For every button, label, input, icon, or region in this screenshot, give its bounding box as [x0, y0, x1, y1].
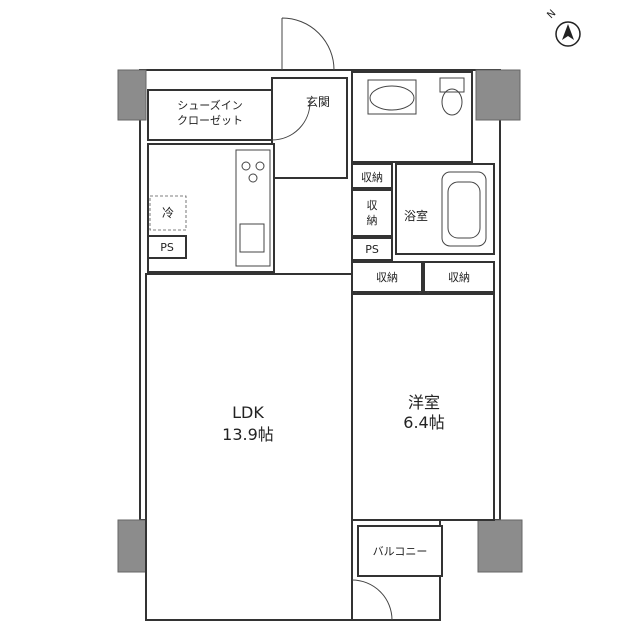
pipe-space-label: PS [365, 243, 379, 256]
balcony-label: バルコニー [373, 545, 428, 558]
storage-small [351, 163, 393, 189]
bathtub [441, 171, 487, 247]
ldk-size: 13.9帖 [222, 425, 274, 444]
balcony-door-arc [351, 579, 393, 621]
sink [239, 223, 265, 253]
toilet-tank [439, 77, 465, 93]
bedroom-storage-left [351, 261, 423, 293]
ldk-room [145, 273, 353, 621]
western-room-size: 6.4帖 [403, 413, 444, 432]
storage-label: 収納 [376, 271, 398, 284]
storage-label: 納 [367, 214, 378, 227]
shoe-closet-label: クローゼット [177, 114, 243, 127]
toilet-bowl [441, 88, 463, 116]
western-room-label: 洋室 [408, 393, 440, 412]
entrance-area [271, 77, 348, 179]
stove-burner [248, 173, 258, 183]
washroom [351, 71, 473, 163]
shoe-closet-label: シューズイン [177, 98, 242, 112]
ldk-label: LDK [232, 403, 264, 422]
pipe-space-right [351, 237, 393, 261]
pipe-space-label: PS [160, 241, 174, 254]
storage-label: 収納 [448, 271, 470, 284]
bath-label: 浴室 [404, 208, 428, 223]
western-room [351, 293, 495, 521]
pipe-space-left [147, 235, 187, 259]
column-top-left [117, 69, 147, 121]
washbasin [369, 85, 415, 111]
storage-tall [351, 189, 393, 237]
fridge-label: 冷 [162, 206, 174, 220]
shoe-closet [147, 89, 273, 141]
vanity [367, 79, 417, 115]
bathroom [395, 163, 495, 255]
column-top-right [475, 69, 521, 121]
column-bottom-right [477, 519, 523, 573]
fridge-space [149, 195, 187, 231]
kitchen-counter [235, 149, 271, 267]
bedroom-storage-right [423, 261, 495, 293]
balcony [357, 525, 443, 577]
entrance-door [281, 17, 335, 71]
stove-burner [241, 161, 251, 171]
bathtub-inner [447, 181, 481, 239]
entrance-label: 玄関 [306, 94, 330, 109]
closet-door-arc [271, 101, 311, 141]
compass-icon: N [545, 8, 581, 47]
storage-label: 収 [367, 199, 378, 212]
storage-label: 収納 [361, 171, 383, 184]
stove-burner [255, 161, 265, 171]
compass-north-label: N [545, 8, 558, 21]
